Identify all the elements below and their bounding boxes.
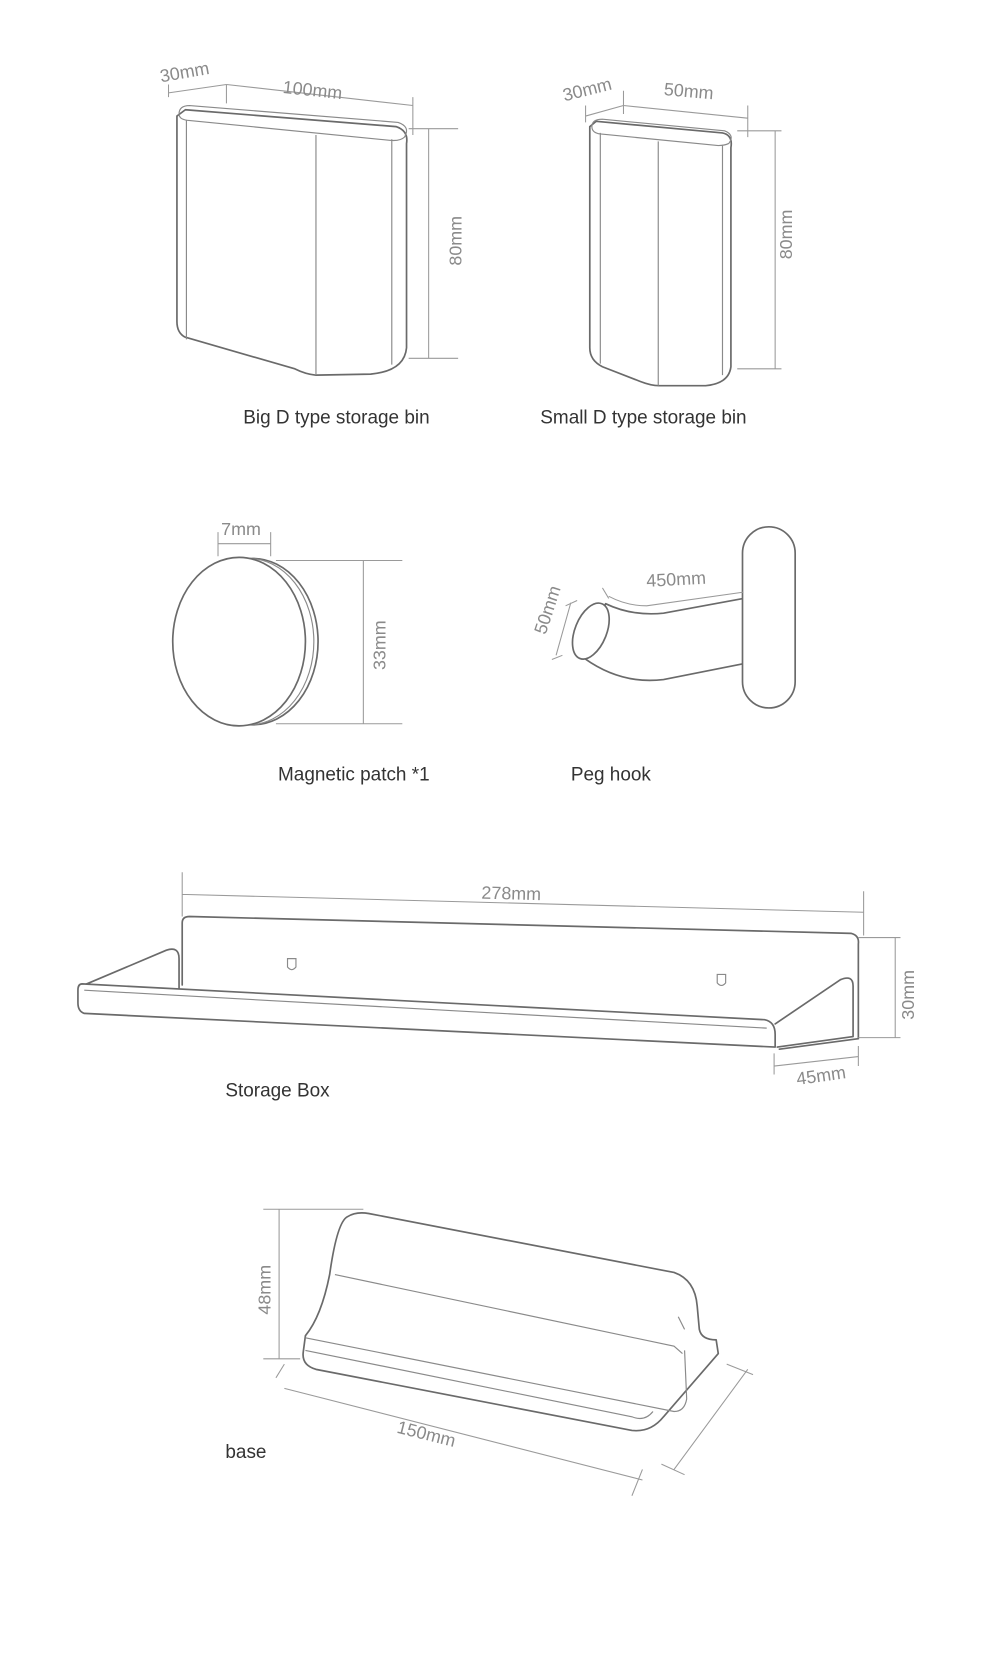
peg-hook-length-dim: 450mm [646, 568, 707, 591]
magnetic-patch-drawing: 7mm 33mm Magnetic patch *1 [171, 519, 430, 786]
small-bin-label: Small D type storage bin [540, 408, 746, 429]
base-height-dim: 48mm [255, 1265, 275, 1315]
base-drawing: 48mm 150mm base [225, 1208, 754, 1496]
big-bin-width-dim: 100mm [282, 77, 343, 103]
small-bin-width-dim: 50mm [663, 79, 714, 103]
big-bin-label: Big D type storage bin [243, 408, 429, 429]
magnetic-patch-thickness-dim: 7mm [221, 519, 261, 539]
storage-box-label: Storage Box [225, 1081, 330, 1102]
small-bin-depth-dim: 30mm [561, 74, 614, 105]
big-bin-height-dim: 80mm [445, 216, 465, 266]
peg-hook-drawing: 450mm 50mm Peg hook [530, 525, 797, 786]
magnetic-patch-diameter-dim: 33mm [369, 620, 389, 670]
small-bin-height-dim: 80mm [776, 210, 796, 260]
magnetic-patch-label: Magnetic patch *1 [278, 765, 430, 786]
base-label: base [225, 1442, 266, 1463]
base-length-dim: 150mm [395, 1417, 458, 1451]
storage-box-depth-dim: 45mm [795, 1062, 847, 1089]
small-bin-drawing: 30mm 50mm 80mm Small D type storage bin [540, 74, 796, 429]
storage-box-drawing: 278mm 30mm 45mm Storage Box [77, 872, 918, 1102]
storage-box-length-dim: 278mm [481, 883, 541, 905]
big-bin-drawing: 30mm 100mm 80mm Big D type storage bin [158, 58, 465, 429]
peg-hook-label: Peg hook [571, 765, 652, 786]
peg-hook-diameter-dim: 50mm [530, 583, 564, 636]
storage-box-height-dim: 30mm [898, 970, 918, 1020]
big-bin-depth-dim: 30mm [158, 58, 210, 86]
